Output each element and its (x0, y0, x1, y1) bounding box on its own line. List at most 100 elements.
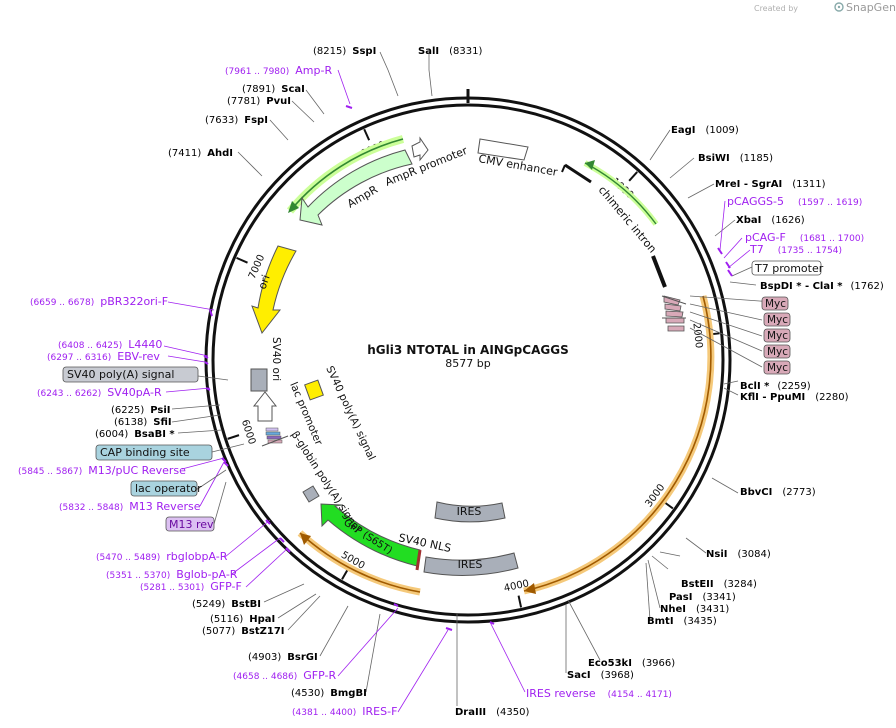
svg-text:XbaI(1626): XbaI(1626) (736, 215, 805, 226)
primer-pos: (4381 .. 4400) (292, 708, 356, 718)
primer-pos: (5351 .. 5370) (106, 571, 170, 581)
site-pos: (1185) (740, 153, 773, 164)
primer-pos: (1681 .. 1700) (800, 234, 864, 244)
ires-label-2: IRES (458, 558, 483, 571)
myc-feature-marks (661, 295, 687, 332)
svg-text:(6243 .. 6262)SV40pA-R: (6243 .. 6262) SV40pA-R (37, 386, 162, 399)
site-name: BsrGI (287, 652, 317, 663)
svg-text:(6297 .. 6316)EBV-rev: (6297 .. 6316)EBV-rev (47, 350, 160, 363)
primer-pos: (5470 .. 5489) (96, 553, 160, 563)
lac-promoter-stack (261, 427, 289, 447)
sv40-polya-boxed-label: SV40 poly(A) signal (62, 366, 199, 383)
tick-label: 4000 (503, 578, 530, 594)
gfp-arrow (320, 503, 421, 567)
sv40-promoter-arrow (252, 391, 278, 422)
svg-text:(6659 .. 6678)pBR322ori-F: (6659 .. 6678)pBR322ori-F (30, 295, 168, 308)
primer-pos: (6408 .. 6425) (58, 341, 122, 351)
site-name: PvuI (266, 96, 291, 107)
primer-name: rbglobpA-R (166, 550, 227, 563)
site-pos: (4350) (496, 707, 529, 718)
map-title: hGli3 NTOTAL in AINGpCAGGS (367, 343, 568, 357)
site-pos: (2280) (815, 392, 848, 403)
ires-box-outer (423, 552, 519, 576)
primer-name: SV40pA-R (107, 386, 162, 399)
site-pos: (6138) (114, 417, 147, 428)
lac-operator-boxed-label: lac operator (130, 480, 202, 497)
tick-mark (227, 434, 240, 440)
primer-name: GFP-F (210, 580, 242, 593)
site-pos: (1311) (792, 179, 825, 190)
svg-text:Myc: Myc (767, 362, 788, 374)
tick-mark (341, 568, 349, 580)
backbone-inner-ring (211, 103, 725, 617)
tick-mark (628, 171, 638, 182)
tick-mark (363, 128, 371, 141)
orange-highlight-arcs (297, 295, 715, 596)
primer-name: EBV-rev (117, 350, 160, 363)
site-pos: (7891) (242, 84, 275, 95)
svg-text:(5845 .. 5867)M13/pUC Reverse: (5845 .. 5867)M13/pUC Reverse (18, 464, 186, 477)
svg-text:(5470 .. 5489)rbglobpA-R: (5470 .. 5489) rbglobpA-R (96, 550, 228, 563)
primer-name: GFP-R (303, 669, 336, 682)
primer-name: IRES reverse (526, 687, 596, 700)
svg-text:(7961 .. 7980)Amp-R: (7961 .. 7980)Amp-R (225, 64, 332, 77)
site-pos: (1762) (851, 281, 884, 292)
ampr-arrow (299, 149, 413, 226)
primer-name: L4440 (128, 338, 162, 351)
created-by-text: Created by (754, 4, 798, 13)
primer-leader-lines (163, 69, 751, 713)
site-name: BstEII (681, 579, 714, 590)
sv40-nls-mark (415, 549, 422, 571)
site-pos: (1626) (771, 215, 804, 226)
site-pos: (2259) (777, 381, 810, 392)
site-pos: (5116) (210, 614, 243, 625)
site-name: ScaI (281, 84, 305, 95)
svg-text:(6225)PsiI: (6225)PsiI (111, 405, 171, 416)
restriction-site-labels: (8215)SspI SalI (8331) EagI(1009) BsiWI (1… (95, 46, 884, 718)
site-pos: (3341) (702, 592, 735, 603)
tick-label: 2000 (690, 322, 704, 348)
snapgene-logo-icon (834, 2, 844, 12)
svg-text:Myc: Myc (765, 298, 786, 310)
site-name: BsiWI (698, 153, 730, 164)
svg-text:DraIII(4350): DraIII(4350) (455, 707, 530, 718)
svg-text:(5281 .. 5301)GFP-F: (5281 .. 5301) GFP-F (140, 580, 242, 593)
svg-text:lac operator: lac operator (135, 482, 202, 495)
ampr-feature (286, 135, 405, 214)
svg-text:BspDI * - ClaI *(1762): BspDI * - ClaI *(1762) (760, 281, 884, 292)
svg-text:(6408 .. 6425)L4440: (6408 .. 6425) L4440 (58, 338, 162, 351)
site-name: BbvCI (740, 487, 772, 498)
site-pos: (5077) (202, 626, 235, 637)
svg-text:BstEII(3284): BstEII(3284) (681, 579, 757, 590)
svg-text:T7(1735 .. 1754): T7(1735 .. 1754) (749, 243, 842, 256)
primer-pos: (5281 .. 5301) (140, 583, 204, 593)
site-pos: (2773) (782, 487, 815, 498)
svg-text:(5351 .. 5370)Bglob-pA-R: (5351 .. 5370)Bglob-pA-R (106, 568, 238, 581)
primer-name: pCAGGS-5 (727, 195, 784, 208)
site-name: SalI (418, 46, 439, 57)
beta-globin-polya-box (302, 485, 320, 503)
svg-text:SacI(3968): SacI(3968) (567, 670, 634, 681)
leader-lines (171, 51, 757, 706)
site-name: SfiI (153, 417, 171, 428)
svg-text:IRES reverse(4154 .. 4171): IRES reverse(4154 .. 4171) (526, 687, 672, 700)
svg-text:(4381 .. 4400)IRES-F: (4381 .. 4400)IRES-F (292, 705, 397, 718)
svg-text:(7781)PvuI: (7781)PvuI (227, 96, 291, 107)
svg-text:(7891)ScaI: (7891) ScaI (242, 84, 305, 95)
svg-text:(5249)BstBI: (5249)BstBI (192, 599, 261, 610)
svg-text:EagI(1009): EagI(1009) (671, 125, 739, 136)
svg-text:BsiWI(1185): BsiWI (1185) (698, 153, 773, 164)
cmv-enhancer-box (477, 138, 529, 161)
primer-pos: (6243 .. 6262) (37, 389, 101, 399)
svg-text:(8215)SspI: (8215)SspI (313, 46, 376, 57)
primer-name: pBR322ori-F (100, 295, 168, 308)
site-pos: (8331) (449, 46, 482, 57)
svg-text:NheI(3431): NheI(3431) (660, 604, 729, 615)
primer-name: M13 Reverse (129, 500, 200, 513)
site-pos: (8215) (313, 46, 346, 57)
site-pos: (7411) (168, 148, 201, 159)
primer-pos: (4658 .. 4686) (233, 672, 297, 682)
sv40-promoter-label: SV40 ori (270, 337, 282, 381)
